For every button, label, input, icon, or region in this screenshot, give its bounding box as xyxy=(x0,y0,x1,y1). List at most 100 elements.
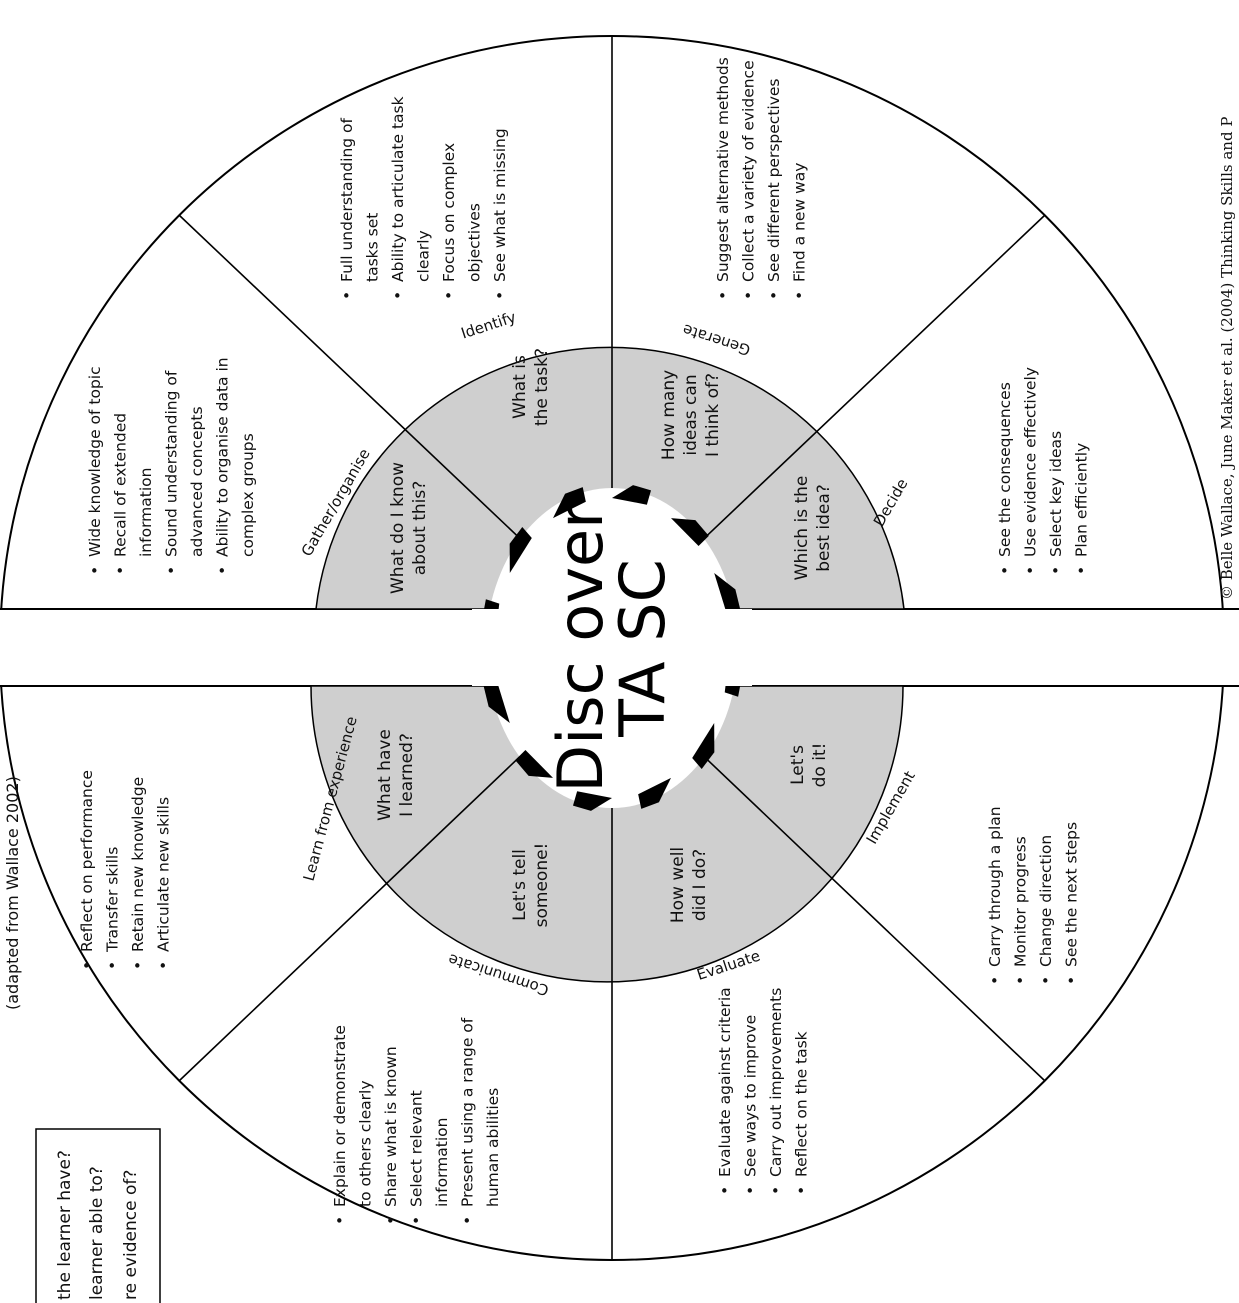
bullet-dot-icon: • xyxy=(78,961,96,970)
bullet-text: Select relevant xyxy=(408,1090,426,1207)
bullet-text: Present using a range of xyxy=(459,1017,477,1207)
bullet-text: See the consequences xyxy=(996,382,1014,557)
bullet-list: Wide knowledge of topic•Recall of extend… xyxy=(86,357,257,575)
bullet-dot-icon: • xyxy=(1022,566,1040,575)
gear-tooth-icon xyxy=(671,518,709,547)
bullet-list: Evaluate against criteria•See ways to im… xyxy=(716,987,811,1195)
bullet-list: See the consequences • Use evidence effect… xyxy=(996,367,1091,575)
bullet-text: information xyxy=(433,1118,451,1207)
gear-tooth-icon xyxy=(638,777,671,809)
question-text: How well xyxy=(668,847,688,923)
bullet-text: Collect a variety of evidence xyxy=(740,60,758,282)
question-text: Which is the xyxy=(792,476,812,581)
bullet-text: Find a new way xyxy=(791,163,809,282)
spoke-line xyxy=(697,214,1046,545)
gear-tooth-icon xyxy=(714,573,741,615)
bullet-text: objectives xyxy=(466,203,484,282)
bullet-dot-icon: • xyxy=(996,566,1014,575)
question-text: Let's xyxy=(788,745,808,785)
bullet-text: Retain new knowledge xyxy=(129,777,147,952)
bullet-dot-icon: • xyxy=(86,566,104,575)
bullet-text: Ability to organise data in xyxy=(214,357,232,557)
legend-line-1: the learner have? xyxy=(55,1150,75,1300)
spoke-line xyxy=(178,750,527,1082)
question-text: How many xyxy=(659,370,679,460)
question-text: did I do? xyxy=(690,849,710,921)
bullet-dot-icon: • xyxy=(791,291,809,300)
gear-tooth-icon xyxy=(515,749,553,778)
bullet-dot-icon: • xyxy=(389,291,407,300)
bullet-dot-icon: • xyxy=(459,1216,477,1225)
gear-tooth-icon xyxy=(572,791,612,811)
bullet-text: human abilities xyxy=(484,1088,502,1207)
hub-band-mask xyxy=(472,609,752,686)
bullet-text: Reflect on the task xyxy=(793,1031,811,1177)
bullet-text: advanced concepts xyxy=(188,406,206,557)
spokes xyxy=(178,36,1046,1260)
bullet-dot-icon: • xyxy=(112,566,130,575)
segment-evaluate: Evaluate against criteria•See ways to im… xyxy=(668,847,811,1195)
bullet-list: Reflect on performance • Transfer skills • R… xyxy=(78,770,173,970)
bullet-dot-icon: • xyxy=(163,566,181,575)
bullet-dot-icon: • xyxy=(1047,566,1065,575)
header-fragment: (adapted from Wallace 2002) xyxy=(3,776,22,1010)
bullet-dot-icon: • xyxy=(1063,976,1081,985)
bullet-list: Carry through a plan • Monitor progress • Ch… xyxy=(986,806,1081,985)
bullet-text: See the next steps xyxy=(1063,822,1081,967)
gear-tooth-icon xyxy=(553,487,586,519)
bullet-text: See what is missing xyxy=(491,128,509,282)
bullet-dot-icon: • xyxy=(104,961,122,970)
bullet-text: Full understanding of xyxy=(338,117,356,282)
bullet-text: Explain or demonstrate xyxy=(331,1025,349,1207)
bullet-dot-icon: • xyxy=(793,1186,811,1195)
bullet-dot-icon: • xyxy=(1012,976,1030,985)
bullet-dot-icon: • xyxy=(155,961,173,970)
bullet-text: See different perspectives xyxy=(765,79,783,282)
bullet-text: Recall of extended xyxy=(112,413,130,557)
bullet-dot-icon: • xyxy=(214,566,232,575)
credit-text: © Belle Wallace, June Maker et al. (2004… xyxy=(1218,117,1236,600)
bullet-dot-icon: • xyxy=(408,1216,426,1225)
legend-line-3: re evidence of? xyxy=(121,1170,141,1300)
bullet-dot-icon: • xyxy=(765,291,783,300)
bullet-dot-icon: • xyxy=(331,1216,349,1225)
bullet-text: Suggest alternative methods xyxy=(714,57,732,282)
bullet-text: Sound understanding of xyxy=(163,370,181,557)
bullet-dot-icon: • xyxy=(129,961,147,970)
bullet-list: Suggest alternative methods • Collect a va… xyxy=(714,57,809,300)
bullet-text: to others clearly xyxy=(357,1081,375,1208)
question-text: ideas can xyxy=(681,374,701,455)
bullet-dot-icon: • xyxy=(382,1216,400,1225)
bullet-dot-icon: • xyxy=(338,291,356,300)
gear-tooth-icon xyxy=(509,526,532,573)
bullet-text: Reflect on performance xyxy=(78,770,96,952)
bullet-dot-icon: • xyxy=(740,291,758,300)
bullet-dot-icon: • xyxy=(716,1186,734,1195)
bullet-text: Carry through a plan xyxy=(986,806,1004,967)
bullet-dot-icon: • xyxy=(986,976,1004,985)
legend-box: the learner have? learner able to? re ev… xyxy=(35,1128,161,1303)
bullet-text: Evaluate against criteria xyxy=(716,987,734,1177)
bullet-text: Share what is known xyxy=(382,1046,400,1207)
question-text: I learned? xyxy=(397,733,417,817)
bullet-text: complex groups xyxy=(239,433,257,557)
question-text: What do I know xyxy=(388,462,408,594)
spoke-line xyxy=(697,750,1046,1082)
bullet-text: Change direction xyxy=(1037,835,1055,967)
bullet-dot-icon: • xyxy=(714,291,732,300)
bullet-text: Plan efficiently xyxy=(1073,443,1091,557)
hub xyxy=(472,485,752,811)
bullet-text: Use evidence effectively xyxy=(1022,367,1040,557)
question-text: do it! xyxy=(810,743,830,788)
question-text: Let's tell xyxy=(510,849,530,921)
bullet-text: Monitor progress xyxy=(1012,836,1030,967)
bullet-text: Focus on complex xyxy=(440,143,458,282)
bullet-text: Transfer skills xyxy=(104,847,122,953)
